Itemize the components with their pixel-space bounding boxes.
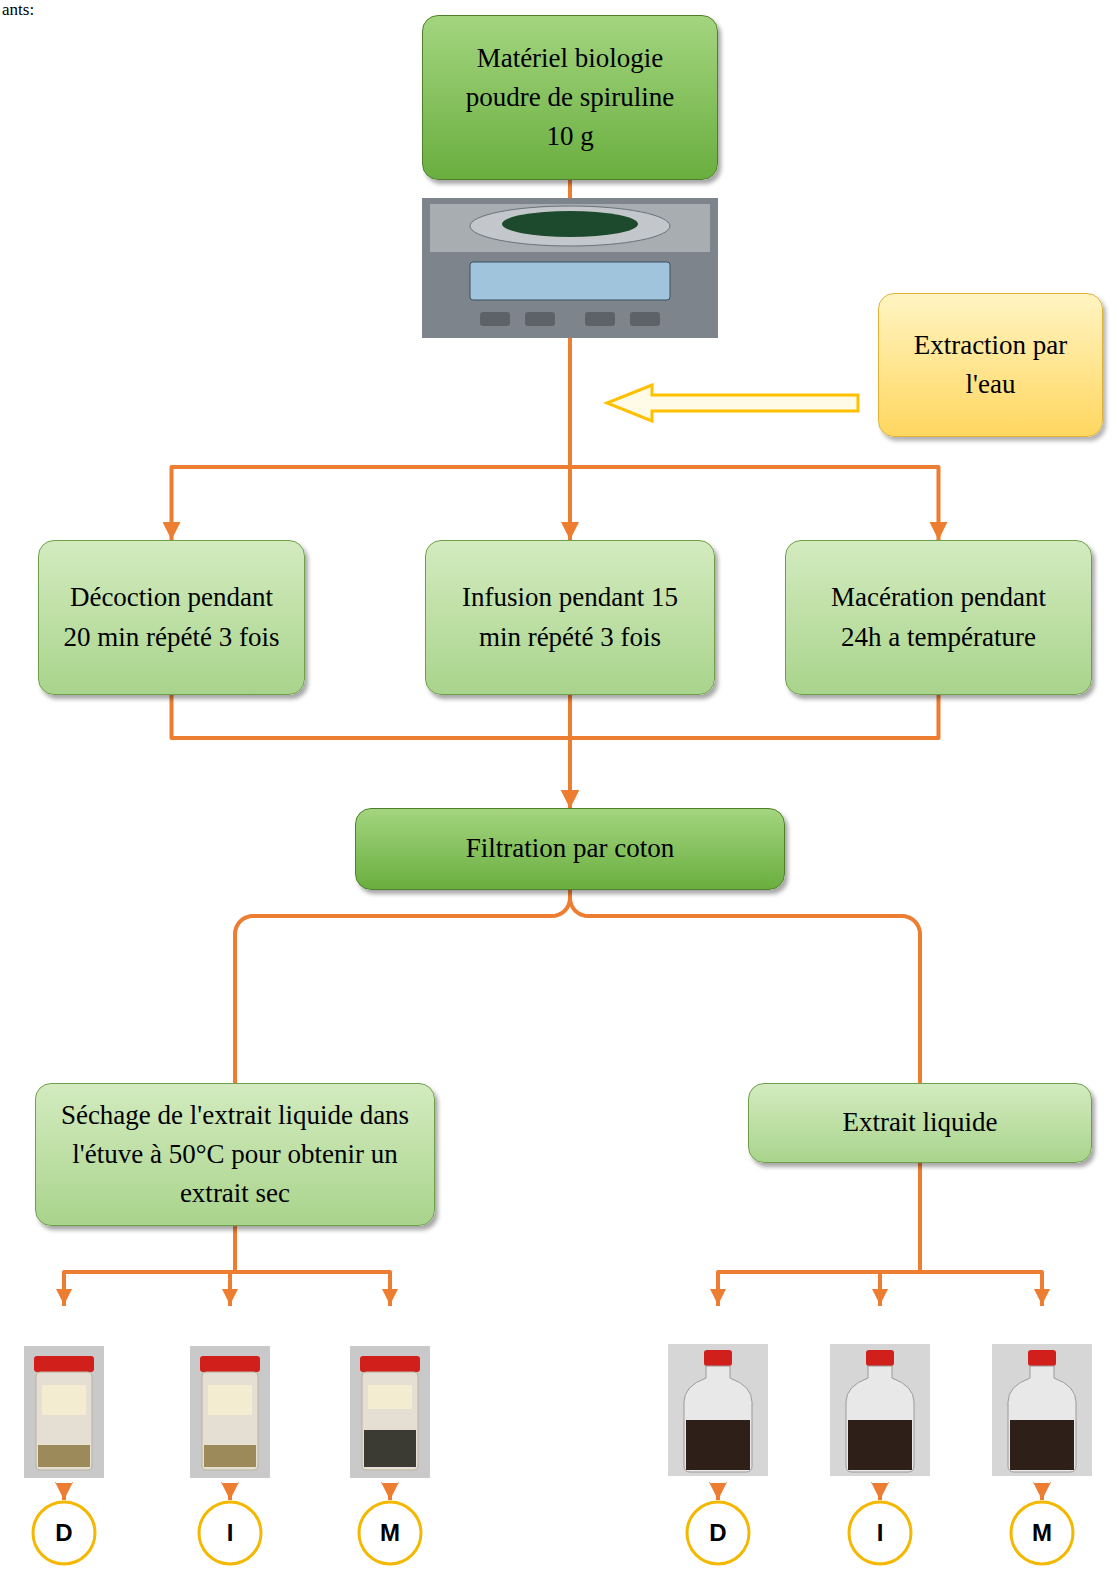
input-arrow (607, 385, 858, 421)
page-fragment: ants: (2, 0, 34, 20)
box-text: M (380, 1521, 400, 1545)
process-box: Séchage de l'extrait liquide dans l'étuv… (35, 1083, 435, 1226)
circle-outline (1011, 1502, 1073, 1564)
input-box: Extraction par l'eau (878, 293, 1103, 437)
photo-gap (56, 1306, 1050, 1483)
connector (570, 695, 939, 808)
balance-display (470, 262, 670, 300)
arrow-head (222, 1289, 238, 1305)
arrow-head (382, 1289, 398, 1305)
balance-platter (470, 206, 670, 246)
dry-extract-jar (190, 1346, 270, 1478)
process-box: Filtration par coton (355, 808, 785, 890)
connector (172, 695, 571, 808)
balance-body (422, 198, 718, 338)
box-text: Macération pendant 24h a température (814, 578, 1064, 656)
process-box: Extrait liquide (748, 1083, 1092, 1163)
label-circle: I (847, 1500, 913, 1566)
balance-top (430, 204, 710, 252)
process-box: Décoction pendant 20 min répété 3 fois (38, 540, 305, 695)
box-text: I (877, 1521, 884, 1545)
label-circle: D (31, 1500, 97, 1566)
box-text: Séchage de l'extrait liquide dans l'étuv… (50, 1096, 420, 1213)
liquid-extract-bottle (668, 1344, 768, 1476)
box-text: Extrait liquide (842, 1103, 997, 1142)
liquid-extract-bottle (992, 1344, 1092, 1476)
box-text: Filtration par coton (466, 829, 674, 868)
connector (235, 890, 570, 1083)
arrow-head (872, 1289, 888, 1305)
process-box: Infusion pendant 15 min répété 3 fois (425, 540, 715, 695)
balance-photo (422, 198, 718, 338)
label-circle: I (197, 1500, 263, 1566)
label-circle: M (357, 1500, 423, 1566)
arrow-head (1034, 1289, 1050, 1305)
photo-arrow-heads (56, 1289, 1050, 1305)
circle-outline (33, 1502, 95, 1564)
arrow-head (710, 1289, 726, 1305)
dry-extract-jar (350, 1346, 430, 1478)
box-text: I (227, 1521, 234, 1545)
box-text: Extraction par l'eau (901, 326, 1081, 404)
box-text: Infusion pendant 15 min répété 3 fois (453, 578, 688, 656)
balance-button (630, 312, 660, 326)
arrow-head (56, 1289, 72, 1305)
balance-button (585, 312, 615, 326)
liquid-extract-bottle (830, 1344, 930, 1476)
box-text: D (55, 1521, 72, 1545)
circle-outline (687, 1502, 749, 1564)
label-circle: M (1009, 1500, 1075, 1566)
balance-button (480, 312, 510, 326)
spirulina-powder (502, 211, 638, 237)
box-text: Décoction pendant 20 min répété 3 fois (54, 578, 289, 656)
box-text: D (709, 1521, 726, 1545)
circle-outline (359, 1502, 421, 1564)
box-text: Matériel biologie poudre de spiruline 10… (458, 39, 683, 156)
circle-outline (199, 1502, 261, 1564)
balance-button (525, 312, 555, 326)
process-box: Macération pendant 24h a température (785, 540, 1092, 695)
box-text: M (1032, 1521, 1052, 1545)
label-circle: D (685, 1500, 751, 1566)
process-box: Matériel biologie poudre de spiruline 10… (422, 15, 718, 180)
connector (570, 890, 920, 1083)
circle-outline (849, 1502, 911, 1564)
dry-extract-jar (24, 1346, 104, 1478)
